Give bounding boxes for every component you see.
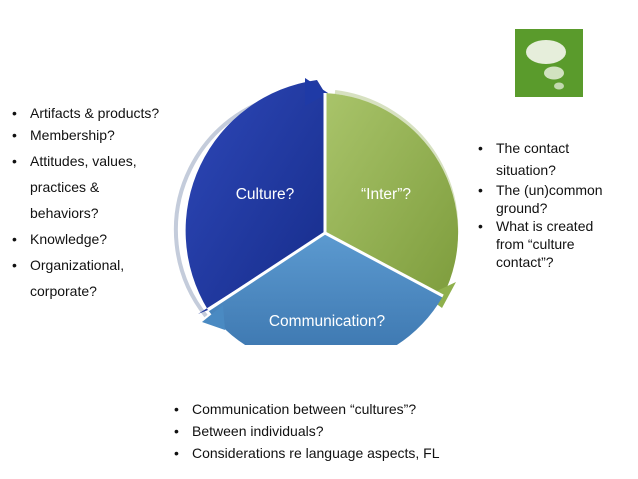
inter-questions-list: The contact situation? The (un)common gr… <box>476 137 636 271</box>
list-item: Organizational, corporate? <box>10 252 190 304</box>
inter-label: “Inter”? <box>361 186 411 203</box>
list-item: Knowledge? <box>10 230 190 248</box>
list-item: The (un)common ground? <box>476 181 636 217</box>
list-item: Communication between “cultures”? <box>172 400 632 418</box>
communication-segment <box>208 233 443 345</box>
bubble-large <box>526 40 566 64</box>
divider <box>324 231 444 298</box>
list-item: Considerations re language aspects, FL <box>172 444 632 462</box>
culture-questions-list: Artifacts & products? Membership? Attitu… <box>10 104 190 308</box>
culture-segment <box>185 80 325 314</box>
culture-arrowhead <box>305 78 328 106</box>
communication-arrowhead <box>202 305 225 330</box>
bubble-small <box>554 82 564 90</box>
cycle-diagram: Culture? “Inter”? Communication? <box>173 78 459 345</box>
communication-label: Communication? <box>269 313 386 330</box>
speech-bubbles-icon <box>515 29 583 97</box>
list-item: Between individuals? <box>172 422 632 440</box>
list-item: Artifacts & products? <box>10 104 190 122</box>
list-item: The contact situation? <box>476 137 636 181</box>
divider <box>207 231 326 312</box>
bubble-medium <box>544 66 564 80</box>
list-item: Membership? <box>10 126 190 144</box>
communication-questions-list: Communication between “cultures”? Betwee… <box>172 400 632 466</box>
list-item: Attitudes, values, practices & behaviors… <box>10 148 190 226</box>
culture-label: Culture? <box>236 186 295 203</box>
list-item: What is created from “culture contact”? <box>476 217 636 271</box>
